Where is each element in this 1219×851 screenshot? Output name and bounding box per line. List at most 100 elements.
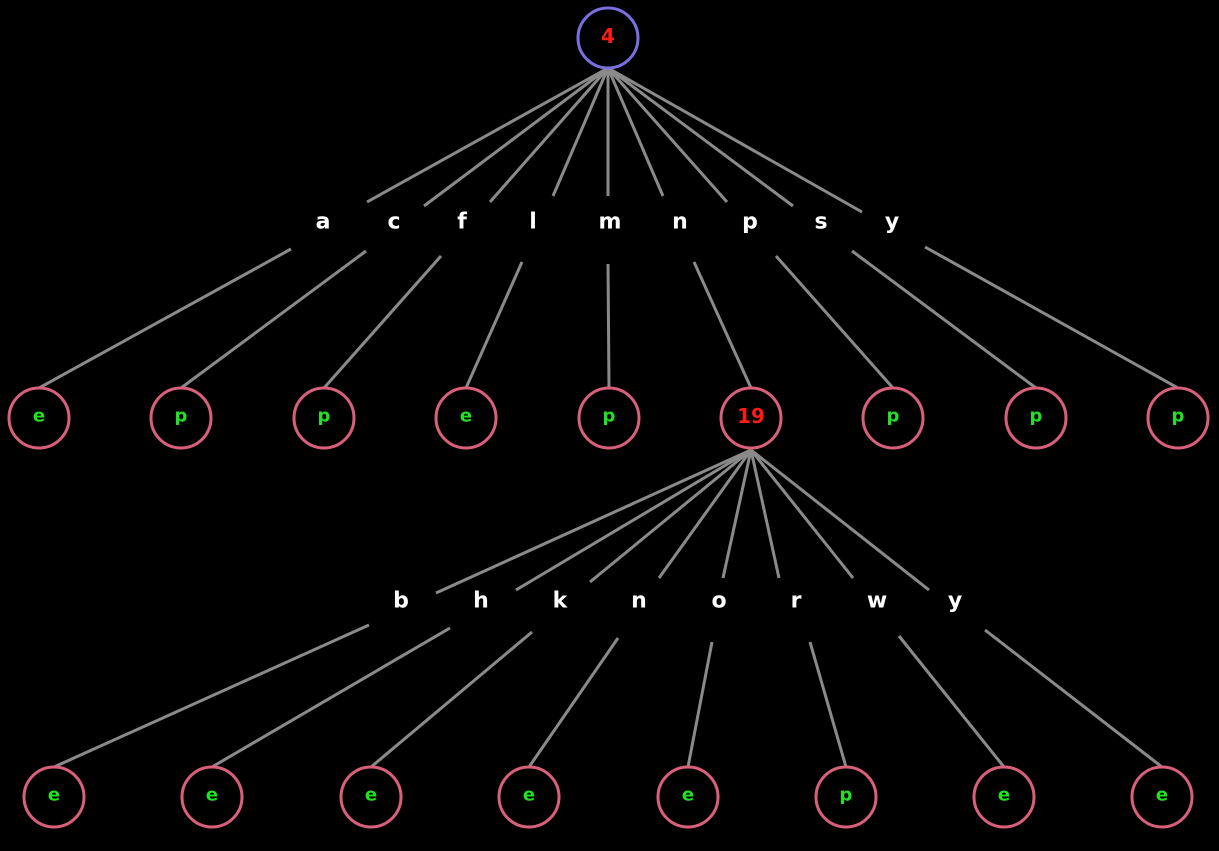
leaf-node-c-ring (149, 386, 213, 450)
edge-label-sub-y: y (948, 589, 962, 614)
edge-sub-o-lower (686, 641, 714, 768)
edge-root-n-lower (692, 261, 753, 389)
edge-sub-n-upper (657, 449, 753, 579)
leaf-node-sub-n-value: e (523, 785, 535, 806)
edge-sub-r-upper (749, 449, 781, 579)
leaf-node-sub-n-ring (497, 765, 561, 829)
edge-sub-r-lower (808, 641, 848, 768)
leaf-node-sub-b-ring (22, 765, 86, 829)
edge-root-c-lower (180, 249, 367, 390)
leaf-node-y: p (1146, 386, 1210, 450)
edge-label-sub-k: k (553, 589, 569, 614)
leaf-node-sub-y-ring (1130, 765, 1194, 829)
leaf-node-y-ring (1146, 386, 1210, 450)
edge-label-a: a (316, 210, 331, 235)
edges-layer (38, 66, 1179, 769)
inner-node-n-value: 19 (737, 404, 765, 428)
edge-label-sub-b: b (393, 589, 409, 614)
leaf-node-sub-b-value: e (48, 785, 60, 806)
leaf-node-sub-y-value: e (1156, 785, 1168, 806)
edge-sub-k-upper (589, 448, 752, 584)
edge-label-c: c (387, 210, 400, 235)
edge-label-sub-h: h (473, 589, 489, 614)
edge-root-y-upper (607, 66, 863, 214)
leaf-node-s: p (1004, 386, 1068, 450)
leaf-node-sub-k: e (339, 765, 403, 829)
edge-sub-h-upper (515, 448, 752, 592)
leaf-node-c-value: p (175, 406, 188, 427)
edge-label-p: p (742, 210, 758, 235)
nodes-layer: 4 e p p e p 19 p p p e e e e e p e e (7, 6, 1210, 829)
leaf-node-sub-y: e (1130, 765, 1194, 829)
edge-root-f-upper (488, 67, 610, 203)
edge-root-n-upper (606, 67, 665, 197)
leaf-node-f-value: p (318, 406, 331, 427)
leaf-node-p: p (861, 386, 925, 450)
leaf-node-sub-h-value: e (206, 785, 218, 806)
edge-sub-h-lower (211, 626, 451, 769)
edge-sub-o-upper (721, 449, 753, 579)
leaf-node-a-ring (7, 386, 71, 450)
leaf-node-sub-n: e (497, 765, 561, 829)
edge-root-m-lower (606, 263, 611, 389)
leaf-node-sub-k-ring (339, 765, 403, 829)
edge-label-l: l (529, 210, 537, 235)
edge-sub-w-upper (749, 449, 855, 579)
leaf-node-sub-o: e (656, 765, 720, 829)
edge-label-m: m (599, 210, 622, 235)
leaf-node-c: p (149, 386, 213, 450)
edge-label-f: f (457, 210, 467, 235)
leaf-node-a: e (7, 386, 71, 450)
leaf-node-sub-w-ring (972, 765, 1036, 829)
edge-label-s: s (814, 210, 827, 235)
leaf-node-sub-r-value: p (840, 785, 853, 806)
edge-root-l-lower (464, 261, 524, 389)
leaf-node-m-ring (577, 386, 641, 450)
root-node: 4 (576, 6, 640, 70)
edge-sub-b-lower (53, 623, 370, 769)
edge-sub-n-lower (527, 637, 620, 768)
edge-root-c-upper (423, 66, 609, 208)
leaf-node-sub-o-value: e (682, 785, 694, 806)
leaf-node-s-ring (1004, 386, 1068, 450)
edge-label-y: y (885, 210, 899, 235)
leaf-node-p-ring (861, 386, 925, 450)
edge-root-f-lower (322, 255, 443, 389)
edge-label-sub-r: r (791, 589, 802, 614)
leaf-node-sub-h-ring (180, 765, 244, 829)
root-node-ring (576, 6, 640, 70)
leaf-node-sub-o-ring (656, 765, 720, 829)
leaf-node-sub-w: e (972, 765, 1036, 829)
leaf-node-f-ring (292, 386, 356, 450)
edge-root-l-upper (551, 67, 610, 197)
leaf-node-sub-h: e (180, 765, 244, 829)
edge-sub-b-upper (435, 448, 752, 595)
edge-label-sub-w: w (867, 589, 887, 614)
edge-label-n: n (672, 210, 688, 235)
leaf-node-a-value: e (33, 406, 45, 427)
inner-node-n: 19 (719, 386, 783, 450)
leaf-node-m-value: p (603, 406, 616, 427)
leaf-node-y-value: p (1172, 406, 1185, 427)
leaf-node-p-value: p (887, 406, 900, 427)
edge-root-s-lower (851, 249, 1037, 390)
edge-root-s-upper (607, 66, 794, 208)
edge-label-sub-o: o (711, 589, 726, 614)
leaf-node-sub-r: p (814, 765, 878, 829)
root-node-value: 4 (601, 24, 615, 48)
edge-root-p-upper (606, 67, 729, 203)
leaf-node-m: p (577, 386, 641, 450)
leaf-node-sub-w-value: e (998, 785, 1010, 806)
leaf-node-sub-r-ring (814, 765, 878, 829)
leaf-node-f: p (292, 386, 356, 450)
leaf-node-sub-b: e (22, 765, 86, 829)
edge-sub-y-upper (750, 448, 930, 592)
edge-root-y-lower (924, 245, 1179, 390)
leaf-node-l: e (434, 386, 498, 450)
leaf-node-l-ring (434, 386, 498, 450)
edge-root-a-upper (366, 66, 609, 204)
edge-root-p-lower (774, 255, 895, 389)
leaf-node-s-value: p (1030, 406, 1043, 427)
